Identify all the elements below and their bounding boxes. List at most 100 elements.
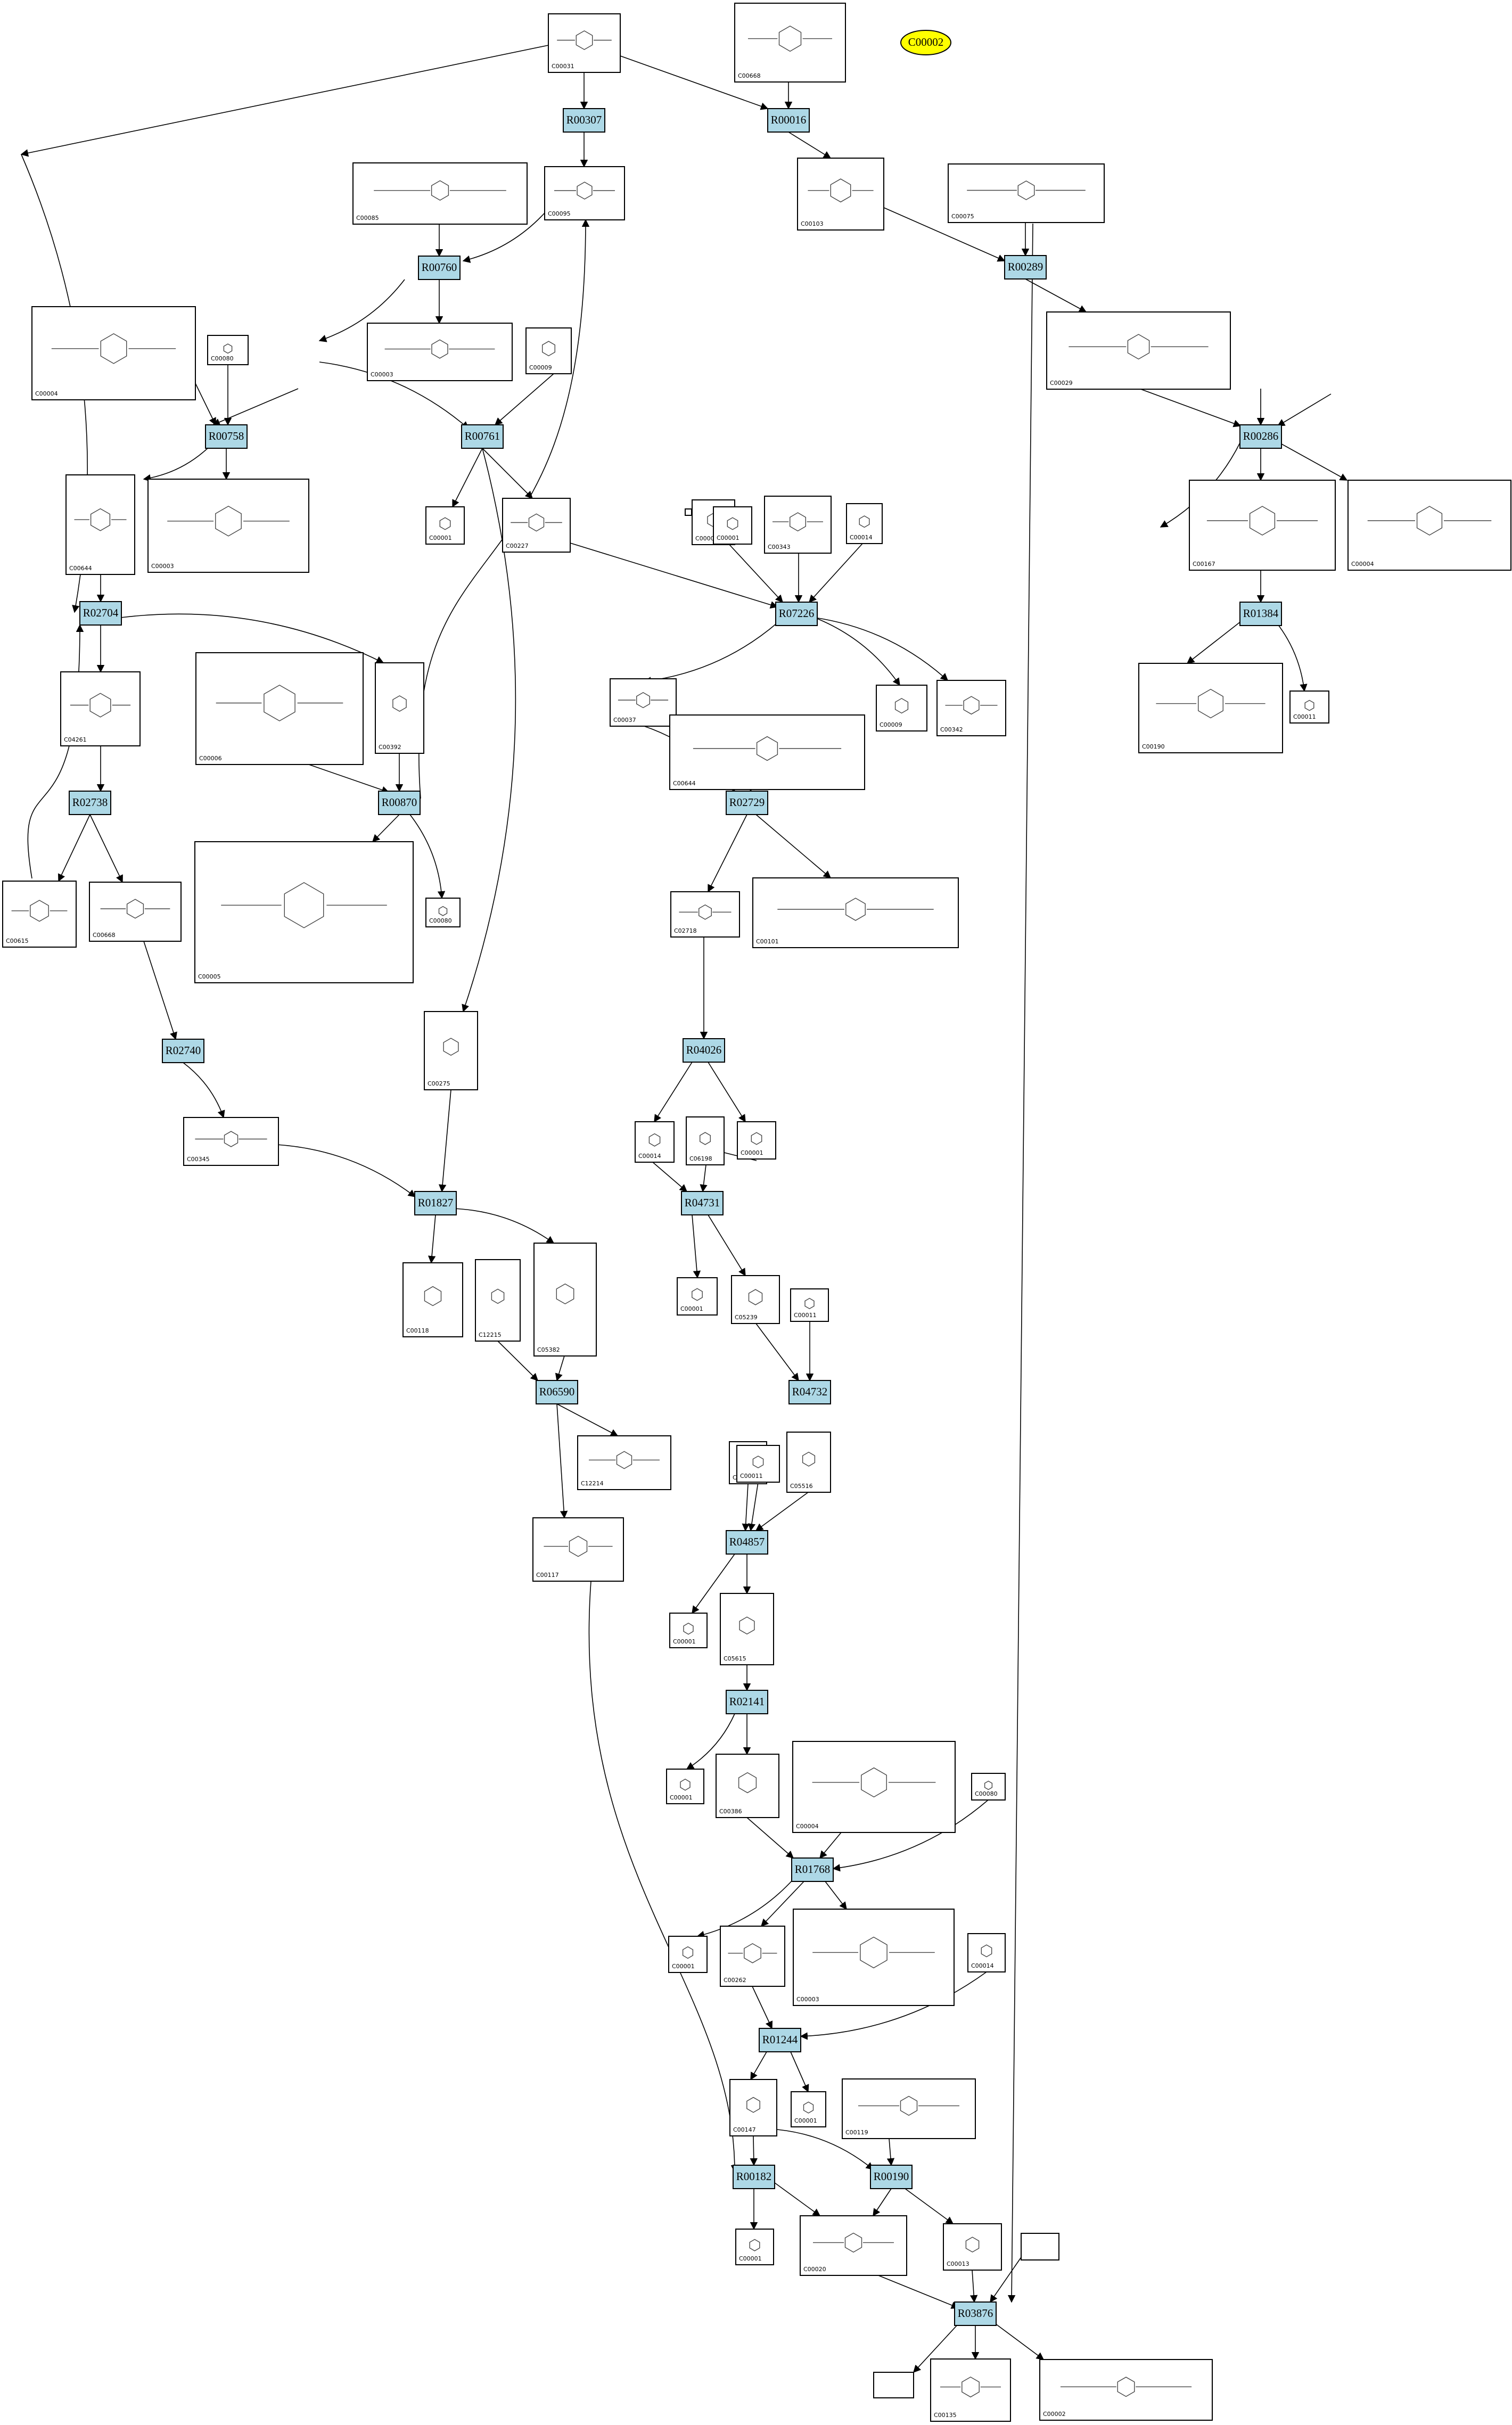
reaction-node[interactable]: R01768 [791,1857,834,1882]
compound-node[interactable]: C00031 [548,13,621,73]
reaction-node[interactable]: R00182 [733,2165,775,2189]
compound-node[interactable]: C00011 [736,1445,780,1483]
compound-node[interactable]: C00147 [729,2079,777,2136]
compound-node[interactable]: C00001 [666,1769,704,1804]
reaction-node[interactable]: R02141 [726,1690,768,1714]
compound-node[interactable]: C02718 [670,891,740,938]
reaction-node[interactable]: R04731 [681,1191,724,1215]
compound-node[interactable]: C00001 [713,506,752,545]
reaction-node[interactable]: R03876 [954,2301,997,2326]
reaction-node[interactable]: R07226 [775,602,818,626]
compound-node[interactable]: C00014 [846,503,883,544]
compound-node[interactable]: C00275 [424,1011,478,1090]
compound-node[interactable]: C00644 [65,474,135,575]
reaction-node[interactable]: R00761 [461,424,504,449]
reaction-node[interactable]: R00760 [418,256,461,280]
reaction-node[interactable]: R04857 [726,1530,768,1555]
compound-node[interactable]: C00020 [800,2215,907,2276]
compound-node[interactable]: C00005 [194,841,414,983]
reaction-node[interactable]: R01827 [414,1191,457,1215]
reaction-node[interactable]: R06590 [536,1380,578,1404]
compound-id-label: C00392 [379,744,401,751]
compound-node[interactable]: C05615 [720,1593,774,1665]
compound-node[interactable]: C00004 [31,306,196,400]
compound-node[interactable]: C04261 [60,671,141,746]
compound-node[interactable]: C00117 [532,1517,624,1582]
compound-node[interactable]: C00003 [147,479,309,573]
reaction-node[interactable]: R00307 [563,108,605,133]
compound-node[interactable]: C00095 [544,166,625,220]
compound-node[interactable]: C00262 [720,1926,785,1987]
compound-node[interactable]: C00668 [734,3,846,83]
compound-node[interactable]: C00118 [402,1262,463,1337]
compound-node[interactable]: C00029 [1046,311,1231,390]
highlight-node-c00002[interactable]: C00002 [900,30,951,55]
compound-node[interactable]: C00001 [791,2091,826,2127]
reaction-node[interactable]: R02729 [726,791,768,815]
empty-compound-node[interactable] [873,2372,914,2398]
compound-node[interactable]: C00190 [1138,663,1283,753]
compound-node[interactable]: C00001 [668,1936,708,1973]
compound-node[interactable]: C00075 [948,163,1105,223]
compound-node[interactable]: C00392 [375,662,424,754]
compound-node[interactable]: C00001 [677,1277,718,1316]
compound-node[interactable]: C00001 [737,1121,776,1160]
compound-node[interactable]: C00002 [1039,2359,1213,2421]
empty-compound-node[interactable] [1021,2233,1059,2260]
compound-node[interactable]: C05382 [533,1243,597,1357]
compound-node[interactable]: C00101 [752,877,959,948]
compound-node[interactable]: C00009 [525,327,572,374]
compound-node[interactable]: C00085 [352,162,528,225]
reaction-node[interactable]: R04026 [683,1038,725,1063]
reaction-node[interactable]: R00870 [378,791,421,815]
reaction-node[interactable]: R04732 [788,1380,831,1404]
compound-node[interactable]: C00006 [195,652,364,765]
compound-node[interactable]: C00342 [936,680,1006,736]
compound-node[interactable]: C05239 [731,1275,780,1324]
compound-node[interactable]: C00001 [735,2229,774,2265]
reaction-node[interactable]: R01384 [1239,602,1282,626]
compound-node[interactable]: C00080 [971,1773,1006,1801]
compound-node[interactable]: C00004 [1347,480,1511,571]
reaction-node[interactable]: R00286 [1239,424,1282,449]
compound-node[interactable]: C00103 [797,158,884,231]
compound-node[interactable]: C00080 [425,898,461,927]
compound-node[interactable]: C12215 [475,1259,521,1342]
compound-node[interactable]: C00644 [669,714,865,790]
compound-node[interactable]: C00003 [367,323,513,381]
compound-node[interactable]: C00037 [610,678,677,727]
compound-node[interactable]: C00080 [207,335,249,365]
reaction-node[interactable]: R02704 [79,601,122,626]
compound-node[interactable]: C00345 [183,1117,279,1166]
compound-node[interactable]: C00004 [792,1741,956,1833]
compound-node[interactable]: C00615 [2,881,77,948]
compound-node[interactable]: C12214 [577,1435,671,1490]
compound-node[interactable]: C00014 [635,1121,675,1163]
compound-node[interactable] [685,508,692,516]
reaction-node[interactable]: R02738 [69,791,111,815]
compound-node[interactable]: C00668 [89,882,182,942]
reaction-node[interactable]: R02740 [162,1039,204,1063]
compound-node[interactable]: C00343 [764,496,832,554]
compound-node[interactable]: C00011 [1289,690,1329,724]
compound-node[interactable]: C00011 [790,1288,829,1322]
reaction-edge [742,1483,750,1532]
compound-node[interactable]: C00009 [876,685,927,731]
compound-node[interactable]: C00119 [842,2078,976,2139]
compound-node[interactable]: C00001 [425,506,465,545]
compound-node[interactable]: C06198 [686,1116,725,1165]
compound-node[interactable]: C00135 [930,2358,1011,2422]
compound-node[interactable]: C00013 [943,2223,1002,2271]
compound-node[interactable]: C00167 [1189,480,1336,571]
reaction-node[interactable]: R01244 [759,2028,801,2052]
compound-node[interactable]: C05516 [786,1432,831,1493]
reaction-node[interactable]: R00758 [205,424,248,449]
compound-node[interactable]: C00001 [669,1613,708,1648]
compound-node[interactable]: C00014 [967,1933,1006,1972]
compound-node[interactable]: C00386 [716,1754,779,1818]
reaction-node[interactable]: R00016 [767,108,810,133]
compound-node[interactable]: C00227 [502,498,571,553]
reaction-node[interactable]: R00190 [870,2165,913,2189]
reaction-node[interactable]: R00289 [1004,255,1047,280]
compound-node[interactable]: C00003 [793,1909,955,2006]
